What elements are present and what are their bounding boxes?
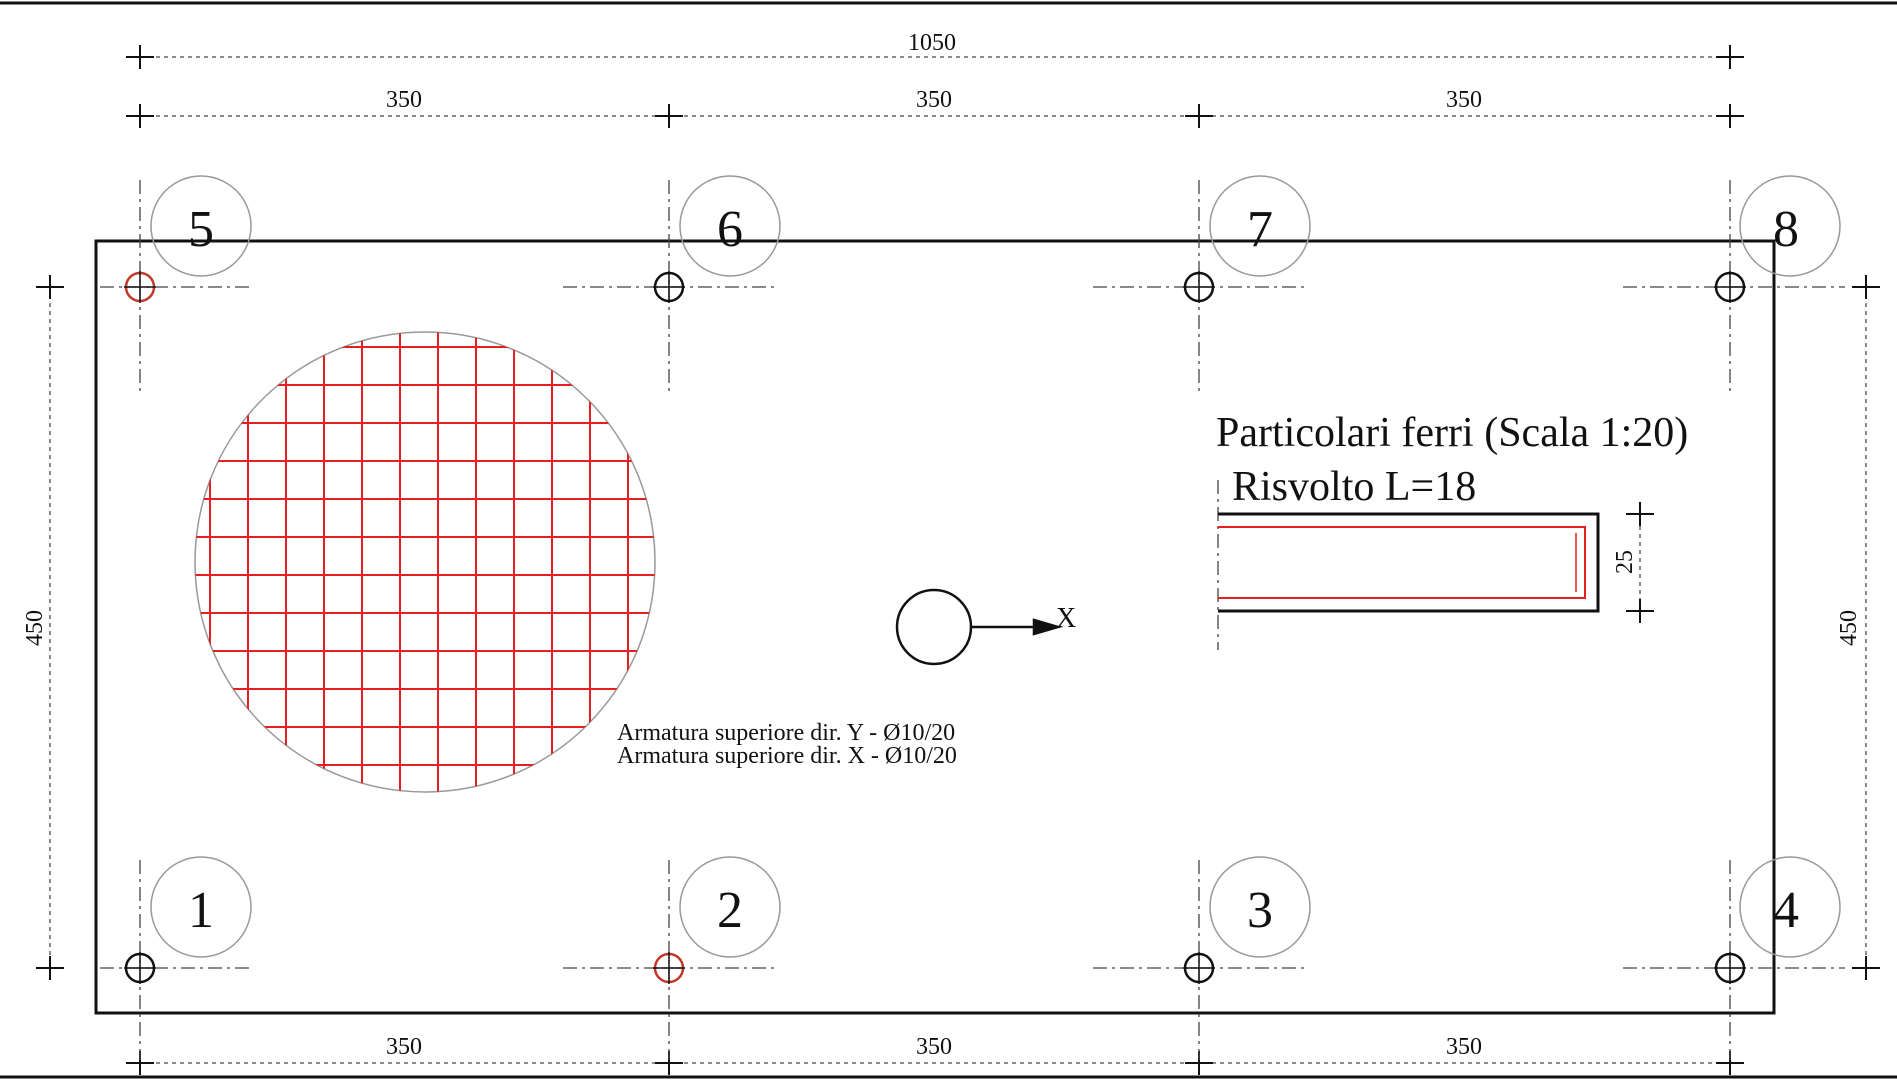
pile-label-bubbles (150, 175, 1841, 958)
piles (124, 271, 1746, 984)
reinforcement-note-y: Armatura superiore dir. Y - Ø10/20 (617, 720, 955, 746)
pile-number-2: 2 (717, 882, 743, 939)
pile-number-4: 4 (1773, 882, 1799, 939)
dimension-overall (126, 45, 1744, 69)
reinforcement-detail-circle (194, 331, 656, 793)
pile-5 (124, 271, 156, 303)
bottom-span-3-label: 350 (1446, 1034, 1482, 1060)
pile-number-5: 5 (188, 201, 214, 258)
left-height-label: 450 (22, 610, 48, 646)
detail-height-label: 25 (1612, 550, 1638, 574)
pile-number-8: 8 (1773, 201, 1799, 258)
detail-subtitle: Risvolto L=18 (1232, 464, 1476, 510)
pile-4 (1714, 952, 1746, 984)
dimension-left-height (36, 275, 64, 980)
pile-1 (124, 952, 156, 984)
bar-hook-detail (1217, 480, 1600, 650)
detail-dimension (1626, 502, 1654, 623)
dimension-right-height (1852, 275, 1880, 980)
axis-x-label: X (1056, 603, 1076, 634)
top-span-2-label: 350 (916, 87, 952, 113)
detail-title: Particolari ferri (Scala 1:20) (1216, 410, 1688, 456)
reinforcement-note-x: Armatura superiore dir. X - Ø10/20 (617, 743, 957, 769)
pile-7 (1183, 271, 1215, 303)
pile-8 (1714, 271, 1746, 303)
right-height-label: 450 (1836, 610, 1862, 646)
reinforcement-mesh (195, 332, 655, 792)
pile-number-3: 3 (1247, 882, 1273, 939)
top-span-1-label: 350 (386, 87, 422, 113)
pile-number-1: 1 (188, 882, 214, 939)
bottom-span-2-label: 350 (916, 1034, 952, 1060)
slab-outline (94, 239, 1776, 1015)
dimension-top-spans (126, 104, 1744, 128)
pile-number-7: 7 (1247, 201, 1273, 258)
pile-3 (1183, 952, 1215, 984)
pile-number-6: 6 (717, 201, 743, 258)
pile-2 (653, 952, 685, 984)
overall-width-label: 1050 (908, 30, 956, 56)
bottom-span-1-label: 350 (386, 1034, 422, 1060)
axis-symbol (895, 588, 1063, 666)
top-span-3-label: 350 (1446, 87, 1482, 113)
pile-6 (653, 271, 685, 303)
